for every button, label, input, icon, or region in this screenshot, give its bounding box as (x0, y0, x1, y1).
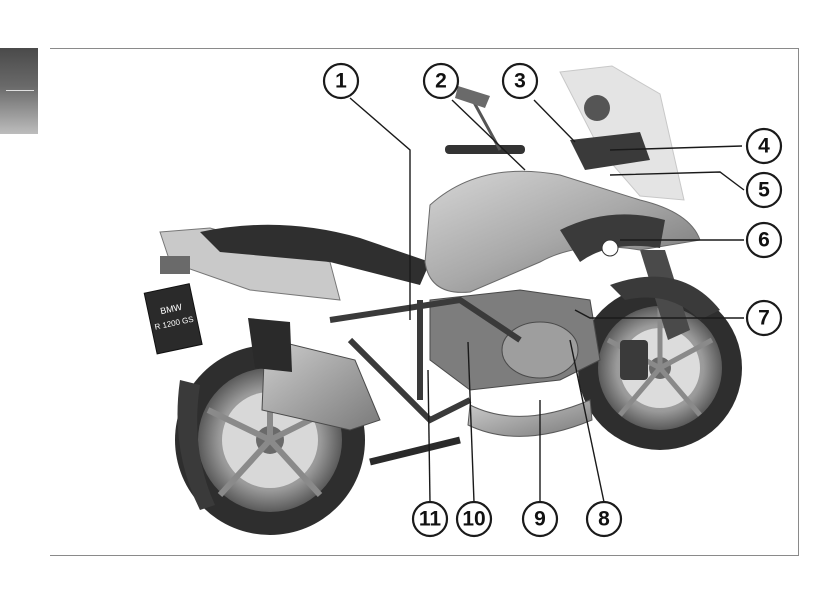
silencer-end-cap (248, 318, 292, 372)
callout-6: 6 (747, 223, 781, 257)
callout-8: 8 (587, 502, 621, 536)
callout-1-number: 1 (335, 70, 347, 93)
callout-10-number: 10 (462, 508, 485, 531)
tail-light (160, 256, 190, 274)
callout-7: 7 (747, 301, 781, 335)
license-plate: BMW R 1200 GS (144, 284, 202, 354)
brand-logo (602, 240, 618, 256)
callout-1: 1 (324, 64, 358, 98)
callout-3: 3 (503, 64, 537, 98)
callout-2-number: 2 (435, 70, 447, 93)
callout-5: 5 (747, 173, 781, 207)
right-mirror (584, 95, 610, 121)
callout-8-number: 8 (598, 508, 610, 531)
cylinder-head (502, 322, 578, 378)
callout-10: 10 (457, 502, 491, 536)
handlebar (445, 145, 525, 154)
callout-3-number: 3 (514, 70, 526, 93)
callout-4-number: 4 (758, 135, 770, 158)
callout-7-number: 7 (758, 307, 770, 330)
callout-5-number: 5 (758, 179, 770, 202)
callout-11-number: 11 (419, 508, 442, 531)
callout-11: 11 (413, 502, 447, 536)
callout-4: 4 (747, 129, 781, 163)
side-stand (370, 440, 460, 462)
callout-9: 9 (523, 502, 557, 536)
callout-9-number: 9 (534, 508, 546, 531)
callout-2: 2 (424, 64, 458, 98)
windscreen (560, 66, 684, 200)
exhaust-header (468, 400, 592, 436)
mirror (455, 86, 490, 108)
callout-6-number: 6 (758, 229, 770, 252)
